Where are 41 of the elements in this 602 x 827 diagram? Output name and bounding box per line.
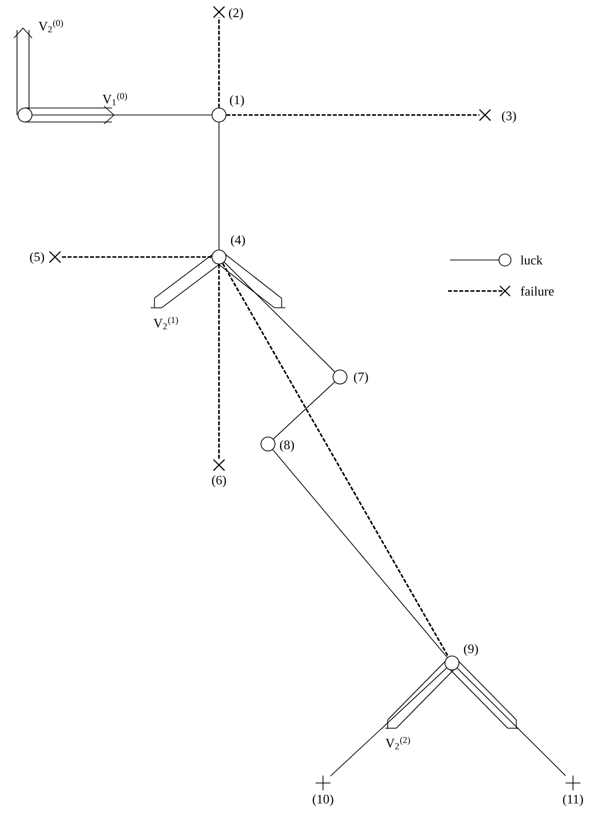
- line: [273, 382, 335, 440]
- dashed-line: [226, 114, 480, 116]
- cross-mark: [212, 458, 226, 472]
- line: [224, 262, 336, 372]
- node-circle: [260, 436, 276, 452]
- node-label: (1): [230, 95, 244, 107]
- cross-mark: [48, 250, 62, 264]
- line: [272, 449, 448, 658]
- node-label: (8): [280, 440, 294, 452]
- line: [330, 668, 447, 777]
- node-circle: [212, 108, 226, 122]
- vector-label: V$_{2}$(2): [386, 736, 410, 750]
- vector-label: V$_{2}$(1): [154, 316, 178, 330]
- cross-mark: [478, 108, 492, 122]
- dashed-line: [60, 256, 212, 258]
- legend-label: luck: [520, 255, 543, 265]
- node-label: (5): [30, 252, 44, 264]
- node-label: (7): [354, 372, 368, 384]
- cross-mark: [212, 6, 226, 18]
- node-circle: [212, 250, 226, 264]
- dashed-line: [218, 18, 220, 108]
- plus-mark: [565, 775, 581, 791]
- node-circle: [332, 370, 348, 384]
- vector-label: V$_{2}$(0): [38, 20, 63, 32]
- plus-mark: [315, 775, 331, 791]
- line: [218, 122, 220, 250]
- node-circle: [444, 656, 460, 670]
- legend-label: failure: [520, 286, 554, 296]
- dashed-line: [218, 264, 220, 460]
- node-label: (3): [502, 111, 516, 123]
- vector-label: V$_{1}$(0): [102, 92, 127, 106]
- line: [456, 668, 566, 776]
- node-label: (9): [464, 644, 478, 656]
- line: [32, 114, 212, 116]
- node-label: (2): [228, 8, 243, 20]
- node-circle: [18, 108, 32, 122]
- node-label: (6): [212, 475, 226, 488]
- dashed-line: [222, 263, 449, 657]
- node-label: (4): [230, 235, 245, 247]
- node-label: (10): [312, 794, 334, 806]
- node-label: (11): [563, 794, 583, 806]
